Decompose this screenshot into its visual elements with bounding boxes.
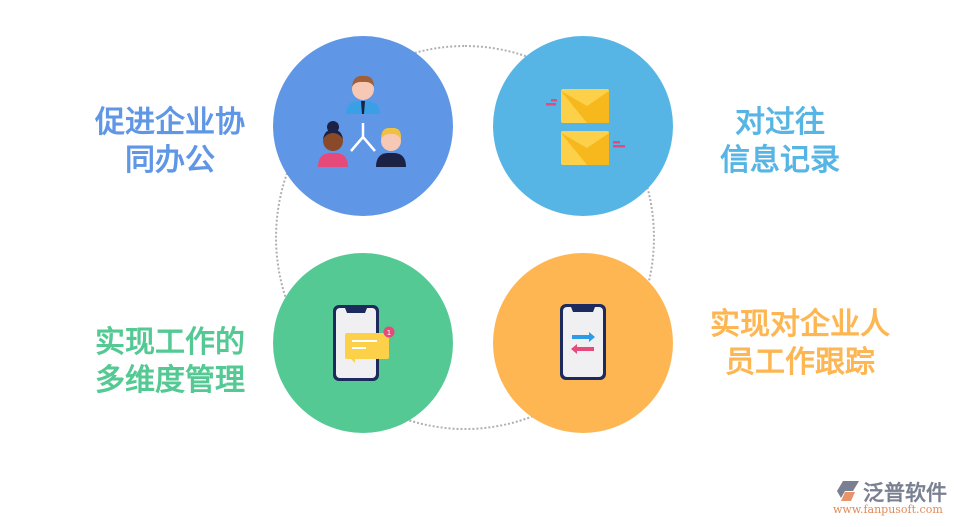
label-line: 实现工作的 xyxy=(95,325,245,360)
phone-notification-icon: 1 xyxy=(333,305,395,381)
circle-collaboration xyxy=(273,36,453,216)
circle-multidimensional: 1 xyxy=(273,253,453,433)
label-line: 对过往 xyxy=(735,105,825,140)
label-line: 实现对企业人 xyxy=(710,307,890,342)
label-line: 员工作跟踪 xyxy=(725,345,875,380)
logo-url: www.fanpusoft.com xyxy=(833,503,943,516)
label-records: 对过往 信息记录 xyxy=(705,104,855,180)
team-hierarchy-icon xyxy=(318,75,406,167)
logo-mark-icon xyxy=(837,481,859,501)
label-tracking: 实现对企业人 员工作跟踪 xyxy=(700,306,900,382)
label-line: 信息记录 xyxy=(720,143,840,178)
circle-records xyxy=(493,36,673,216)
label-line: 促进企业协 xyxy=(95,105,245,140)
label-line: 同办公 xyxy=(125,143,215,178)
label-multidimensional: 实现工作的 多维度管理 xyxy=(80,324,260,400)
logo-name: 泛普软件 xyxy=(863,481,947,505)
label-line: 多维度管理 xyxy=(95,363,245,398)
envelopes-icon xyxy=(546,89,625,165)
circle-tracking xyxy=(493,253,673,433)
dotted-connector-ring xyxy=(275,45,655,430)
label-collaboration: 促进企业协 同办公 xyxy=(80,104,260,180)
notification-badge: 1 xyxy=(387,329,391,337)
phone-transfer-icon xyxy=(560,304,606,380)
